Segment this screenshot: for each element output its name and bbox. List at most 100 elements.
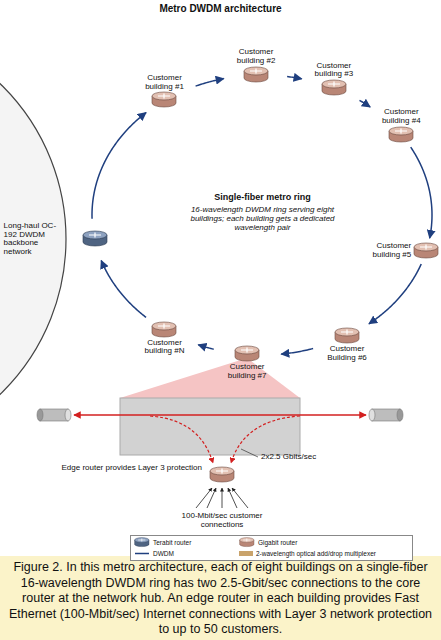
leader-line bbox=[241, 449, 258, 457]
annotation: Single-fiber metro ring bbox=[180, 192, 345, 202]
annotation: Edge router provides Layer 3 protection bbox=[52, 463, 202, 472]
edge-router bbox=[210, 467, 234, 482]
drawing-part bbox=[152, 322, 176, 330]
drawing-part bbox=[395, 128, 407, 133]
drawing-part bbox=[83, 231, 107, 246]
legend-icon bbox=[134, 537, 150, 548]
drawing-part bbox=[135, 538, 149, 543]
dwdm-fiber-link bbox=[369, 264, 421, 324]
drawing-part bbox=[135, 553, 149, 555]
connection-arrow bbox=[228, 488, 237, 508]
legend-icon bbox=[239, 537, 255, 548]
drawing-part bbox=[250, 69, 262, 74]
node-label: Customer building #N bbox=[134, 339, 194, 357]
legend-item: DWDM bbox=[134, 548, 239, 559]
fiber-end-right bbox=[369, 409, 403, 421]
drawing-part bbox=[89, 233, 101, 238]
gigabit-router-icon bbox=[334, 327, 360, 345]
figure-caption: Figure 2. In this metro architecture, ea… bbox=[8, 560, 433, 638]
node-label: Customer building #7 bbox=[217, 363, 277, 381]
drawing-part bbox=[210, 467, 234, 475]
drawing-part bbox=[341, 330, 353, 335]
drawing-part bbox=[420, 245, 432, 250]
node-label: Customer building #4 bbox=[373, 108, 429, 126]
drawing-part bbox=[322, 80, 346, 88]
drawing-part bbox=[389, 127, 413, 142]
drawing-part bbox=[40, 409, 68, 421]
connection-arrow bbox=[207, 488, 216, 508]
drawing-part bbox=[83, 231, 107, 239]
customer-building: Customer building #3 bbox=[306, 62, 362, 98]
drawing-part bbox=[322, 80, 346, 95]
drawing-part bbox=[216, 469, 228, 474]
drawing-part bbox=[158, 323, 170, 328]
drawing-part bbox=[414, 243, 438, 251]
gigabit-router-icon bbox=[243, 66, 269, 84]
customer-building: Customer building #1 bbox=[136, 74, 192, 110]
dwdm-fiber-link bbox=[281, 349, 313, 355]
drawing-part bbox=[152, 92, 176, 107]
drawing-part bbox=[152, 92, 176, 100]
legend-item: Terabit router bbox=[134, 537, 239, 548]
legend-item: Gigabit router bbox=[239, 537, 409, 548]
drawing-part bbox=[241, 348, 253, 353]
drawing-part bbox=[397, 409, 403, 421]
customer-building: Customer building #N bbox=[134, 321, 194, 357]
customer-building: Customer Building #6 bbox=[317, 327, 377, 363]
node-label: Long-haul OC-192 DWDM backbone network bbox=[4, 222, 60, 257]
node-label: Customer building #1 bbox=[136, 74, 192, 92]
dwdm-fiber-link bbox=[101, 261, 146, 318]
drawing-part bbox=[240, 538, 254, 543]
backbone-cloud bbox=[0, 23, 66, 455]
drawing-part bbox=[37, 409, 43, 421]
node-label: Customer building #5 bbox=[355, 242, 411, 260]
legend-label: DWDM bbox=[153, 550, 174, 557]
node-label: Customer building #3 bbox=[306, 62, 362, 80]
gigabit-router-icon bbox=[151, 91, 177, 109]
drawing-part bbox=[65, 409, 71, 421]
node-label: Customer Building #6 bbox=[317, 345, 377, 363]
drawing-part bbox=[135, 538, 149, 547]
drawing-part bbox=[328, 82, 340, 87]
drawing-part bbox=[244, 67, 268, 75]
legend-item: 2-wavelength optical add/drop multiplexe… bbox=[239, 548, 409, 559]
annotation: 16-wavelength DWDM ring serving eight bu… bbox=[180, 205, 345, 233]
drawing-part bbox=[235, 346, 259, 354]
drawing-part bbox=[335, 328, 359, 336]
annotation: 100-Mbit/sec customer connections bbox=[170, 511, 274, 529]
add-drop-multiplexer bbox=[120, 398, 300, 455]
legend-swatch bbox=[239, 551, 253, 556]
dwdm-fiber-link bbox=[198, 345, 213, 349]
zoom-wedge bbox=[120, 358, 300, 398]
drop-path bbox=[150, 416, 213, 463]
connection-arrow bbox=[232, 488, 248, 508]
dwdm-fiber-link bbox=[287, 77, 302, 79]
legend-label: Terabit router bbox=[153, 539, 191, 546]
terabit-router-icon bbox=[82, 230, 108, 248]
dwdm-fiber-link bbox=[196, 79, 224, 87]
connection-arrow bbox=[222, 488, 223, 508]
fiber-end-left bbox=[37, 409, 71, 421]
gigabit-router-icon bbox=[321, 79, 347, 97]
drawing-part bbox=[335, 328, 359, 343]
drawing-part bbox=[414, 243, 438, 258]
gigabit-router-icon bbox=[151, 321, 177, 339]
gigabit-router-icon bbox=[413, 242, 439, 260]
legend-label: 2-wavelength optical add/drop multiplexe… bbox=[256, 550, 376, 557]
legend: Terabit router Gigabit routerDWDM 2-wavele… bbox=[130, 535, 413, 561]
backbone-router: Long-haul OC-192 DWDM backbone network bbox=[4, 222, 108, 257]
diagram-title: Metro DWDM architecture bbox=[0, 3, 441, 14]
drawing-part bbox=[369, 409, 375, 421]
drawing-part bbox=[244, 67, 268, 82]
gigabit-router-icon bbox=[234, 345, 260, 363]
drawing-part bbox=[235, 346, 259, 361]
drawing-part bbox=[138, 539, 145, 542]
customer-building: Customer building #5 bbox=[355, 242, 439, 260]
customer-building: Customer building #7 bbox=[217, 345, 277, 381]
drawing-part bbox=[389, 127, 413, 135]
drawing-part bbox=[152, 322, 176, 337]
connection-arrow bbox=[196, 488, 212, 508]
drawing-part bbox=[158, 94, 170, 99]
fiber-line bbox=[74, 414, 366, 416]
drawing-part bbox=[243, 539, 250, 542]
